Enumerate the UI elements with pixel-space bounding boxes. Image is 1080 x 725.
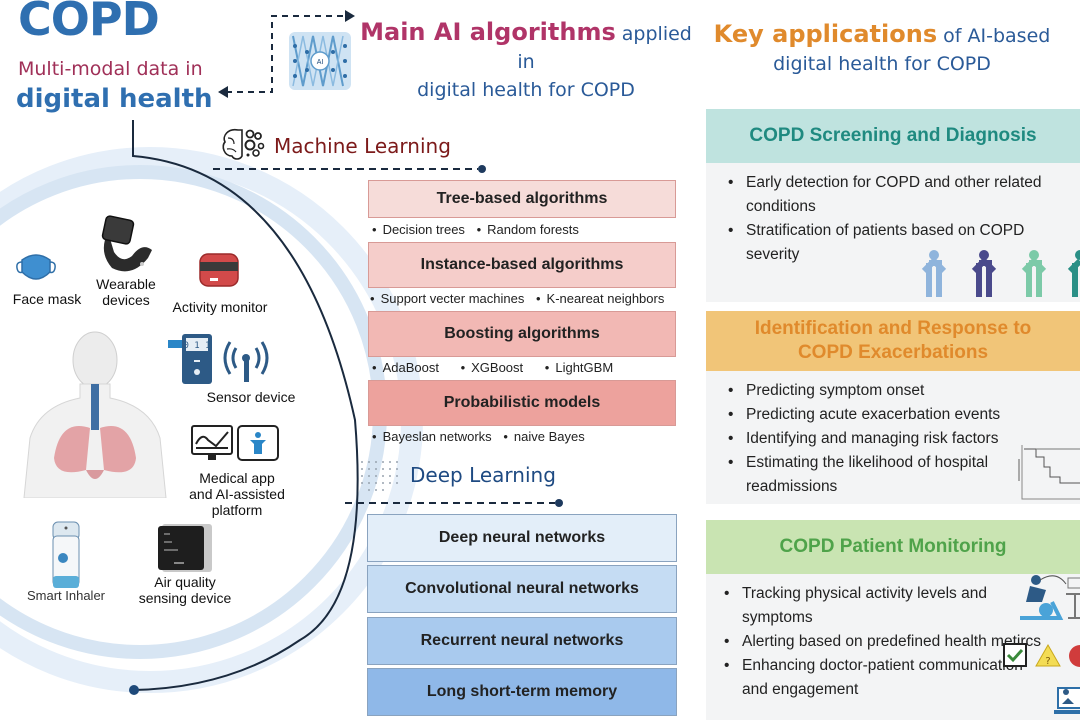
app-card-exacerbations-list: Predicting symptom onset Predicting acut…: [706, 371, 1036, 499]
subtitle-line1: Multi-modal data in: [18, 58, 203, 80]
arrow-right-icon: [345, 10, 355, 22]
alert-red-icon: [1069, 645, 1080, 667]
deep-learning-title: Deep Learning: [410, 463, 556, 487]
ml-item: Bayeslan networks: [372, 429, 492, 444]
svg-text:?: ?: [1045, 656, 1050, 667]
alert-status-icons: ?: [1002, 642, 1080, 670]
ml-group-boosting: Boosting algorithms: [368, 311, 676, 357]
applications-title-rest: of AI-based: [937, 25, 1051, 47]
dl-model-cnn: Convolutional neural networks: [367, 565, 677, 613]
app-card-screening-list: Early detection for COPD and other relat…: [706, 163, 1080, 267]
app-item: Identifying and managing risk factors: [728, 427, 1036, 451]
app-card-monitoring-title: COPD Patient Monitoring: [706, 520, 1080, 574]
applications-section-title: Key applications of AI-based digital hea…: [712, 20, 1052, 78]
face-mask-icon: [14, 252, 58, 286]
exercise-bike-icon: [1016, 572, 1080, 620]
app-card-screening: COPD Screening and Diagnosis Early detec…: [706, 109, 1080, 302]
person-icon: [971, 250, 997, 297]
app-item: Predicting acute exacerbation events: [728, 403, 1036, 427]
ml-group-instance-based: Instance-based algorithms: [368, 242, 676, 288]
device-label-activity-monitor: Activity monitor: [172, 299, 268, 315]
app-item: Tracking physical activity levels and sy…: [724, 582, 1042, 630]
brain-gears-icon: [220, 124, 268, 164]
human-lungs-icon: [20, 328, 170, 499]
ml-item: AdaBoost: [372, 360, 439, 375]
algorithms-title-highlight: Main AI algorithms: [360, 18, 616, 46]
ml-item: naive Bayes: [503, 429, 584, 444]
check-icon: [1003, 643, 1027, 667]
main-arc: [132, 120, 359, 691]
ml-item: LightGBM: [545, 360, 613, 375]
survival-curve-icon: [1016, 443, 1080, 503]
air-quality-sensor-icon: [156, 522, 214, 574]
ml-group-probabilistic-items: Bayeslan networks naive Bayes: [372, 429, 593, 444]
device-label-sensor: Sensor device: [206, 389, 296, 405]
page-title: COPD: [18, 0, 160, 46]
telehealth-laptop-icon: [1054, 680, 1080, 720]
dl-model-rnn: Recurrent neural networks: [367, 617, 677, 665]
ml-group-tree-based-items: Decision trees Random forests: [372, 222, 587, 237]
applications-title-line2: digital health for COPD: [773, 53, 991, 75]
app-card-screening-title: COPD Screening and Diagnosis: [706, 109, 1080, 163]
dot-grid-icon: [358, 458, 404, 494]
dashed-connector: [226, 15, 345, 93]
arrow-left-icon: [218, 86, 228, 98]
warning-icon: [1035, 643, 1061, 667]
app-card-monitoring-list: Tracking physical activity levels and sy…: [706, 574, 1042, 702]
ai-neural-network-icon: AI: [285, 26, 355, 96]
sensor-device-icon: 0 1 1: [166, 332, 278, 386]
ml-group-instance-based-items: Support vecter machines K-neareat neighb…: [370, 291, 672, 306]
ml-item: Support vecter machines: [370, 291, 524, 306]
machine-learning-title: Machine Learning: [274, 134, 451, 158]
app-card-monitoring: COPD Patient Monitoring Tracking physica…: [706, 520, 1080, 720]
app-item: Enhancing doctor-patient communication a…: [724, 654, 1042, 702]
arc-end-dot: [129, 685, 139, 695]
medical-app-icon: [190, 424, 282, 464]
app-item: Alerting based on predefined health meti…: [724, 630, 1042, 654]
ml-group-tree-based: Tree-based algorithms: [368, 180, 676, 218]
dl-line-dot: [555, 499, 563, 507]
ml-item: K-neareat neighbors: [536, 291, 664, 306]
app-item: Predicting symptom onset: [728, 379, 1036, 403]
svg-text:0 1 1: 0 1 1: [183, 341, 210, 351]
person-icon: [921, 250, 947, 297]
app-item: Early detection for COPD and other relat…: [728, 171, 1080, 219]
algorithms-title-line2: digital health for COPD: [417, 79, 635, 101]
dl-model-dnn: Deep neural networks: [367, 514, 677, 562]
subtitle-line2: digital health: [16, 84, 213, 114]
inhaler-icon: [50, 520, 82, 590]
algorithms-section-title: Main AI algorithms applied in digital he…: [356, 18, 696, 104]
person-icon: [1067, 250, 1080, 297]
device-label-inhaler: Smart Inhaler: [26, 588, 106, 603]
ml-line-dot: [478, 165, 486, 173]
ml-group-boosting-items: AdaBoost XGBoost LightGBM: [372, 360, 621, 375]
device-label-face-mask: Face mask: [12, 291, 82, 307]
person-icon: [1021, 250, 1047, 297]
ml-group-probabilistic: Probabilistic models: [368, 380, 676, 426]
ml-item: Random forests: [477, 222, 579, 237]
applications-title-highlight: Key applications: [713, 20, 938, 48]
app-item: Estimating the likelihood of hospital re…: [728, 451, 1036, 499]
smartwatch-icon: [98, 212, 154, 276]
patient-strata-icons: [914, 249, 1080, 299]
ml-item: Decision trees: [372, 222, 465, 237]
svg-text:AI: AI: [317, 59, 324, 66]
ml-item: XGBoost: [461, 360, 524, 375]
app-item: Stratification of patients based on COPD…: [728, 219, 1080, 267]
algorithms-title-rest: applied in: [517, 23, 692, 73]
dl-model-lstm: Long short-term memory: [367, 668, 677, 716]
activity-monitor-icon: [196, 248, 242, 292]
